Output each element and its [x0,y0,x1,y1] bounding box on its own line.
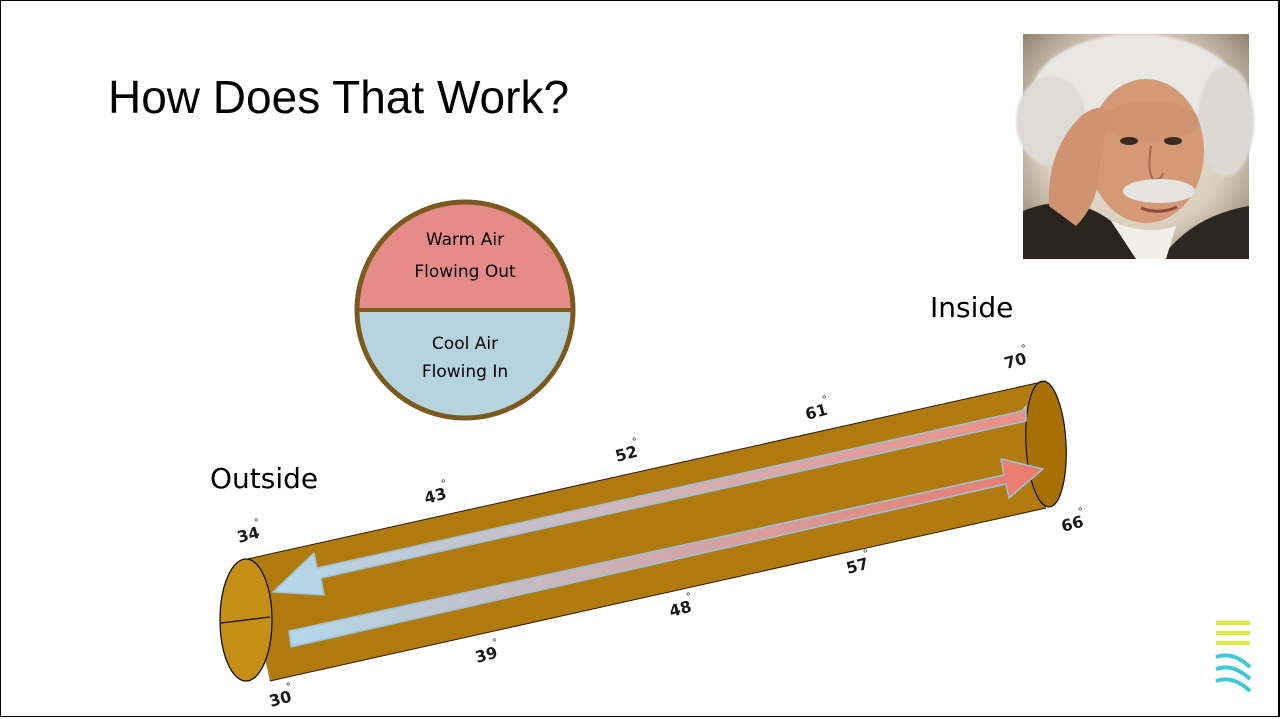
portrait-photo [1016,34,1254,259]
pipe-cross-section: Warm Air Flowing Out Cool Air Flowing In [354,199,576,421]
degree-sign: ° [1020,343,1028,355]
degree-sign: ° [491,637,499,649]
cool-air-line2: Flowing In [422,362,508,382]
slide-title: How Does That Work? [108,71,570,123]
cool-air-line1: Cool Air [432,334,498,354]
degree-sign: ° [821,394,829,406]
warm-air-line1: Warm Air [426,230,504,250]
pipe-body [243,381,1046,681]
warm-air-arrow [272,405,1027,596]
inside-label: Inside [930,291,1013,324]
cool-air-half [358,310,572,417]
degree-sign: ° [631,436,639,448]
degree-sign: ° [685,591,693,603]
pipe [219,380,1067,682]
pipe-end-divider [220,616,271,624]
cool-air-arrow [288,458,1044,648]
warm-air-line2: Flowing Out [414,262,516,282]
warm-air-half [358,203,572,310]
degree-sign: ° [440,478,448,490]
degree-sign: ° [285,681,293,693]
outside-label: Outside [210,462,318,495]
degree-sign: ° [1077,506,1085,518]
wave-lines-logo [1215,621,1252,693]
degree-sign: ° [253,517,261,529]
degree-sign: ° [862,548,870,560]
